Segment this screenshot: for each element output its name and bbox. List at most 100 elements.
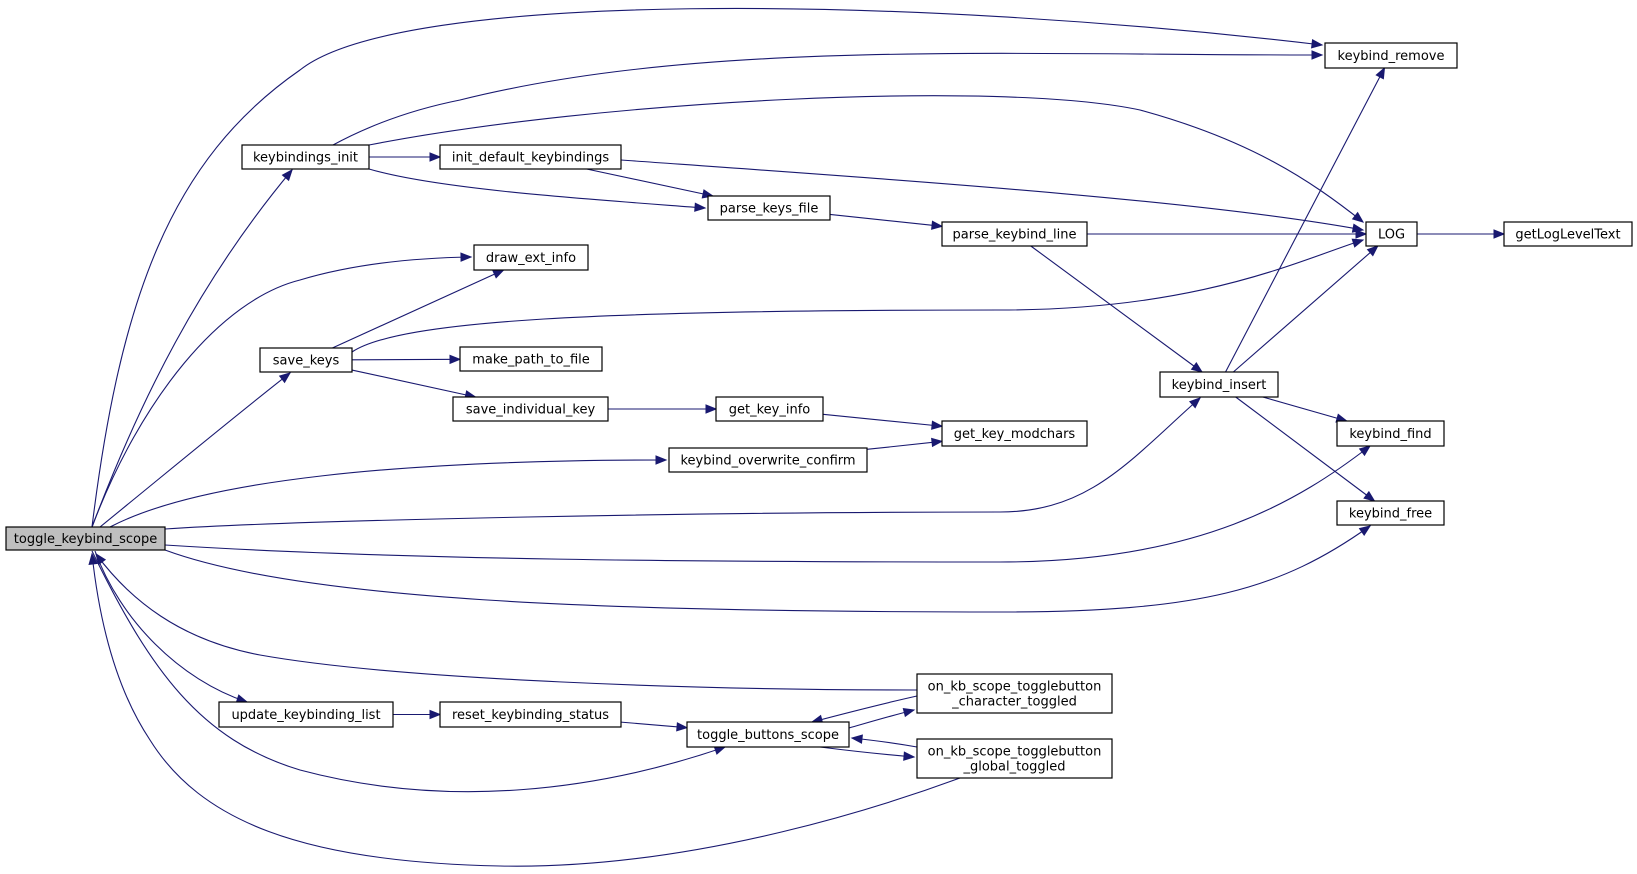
edge-keybindings_init-to-keybind_remove (332, 50, 1324, 146)
edge-line (164, 397, 1201, 530)
arrowhead-icon (931, 420, 944, 430)
call-graph-edges (88, 7, 1506, 867)
edge-parse_keys_file-to-parse_keybind_line (829, 213, 944, 230)
edge-line (95, 553, 918, 691)
edge-line (351, 239, 1364, 353)
node-on_kb_scope_togglebutton_character_toggled[interactable]: on_kb_scope_togglebutton_character_toggl… (916, 673, 1113, 714)
edge-line (1262, 396, 1347, 422)
arrowhead-icon (850, 734, 863, 744)
node-parse_keybind_line[interactable]: parse_keybind_line (941, 221, 1088, 247)
node-toggle_keybind_scope[interactable]: toggle_keybind_scope (5, 526, 166, 551)
edge-on_kb_scope_togglebutton_global_toggled-to-toggle_buttons_scope (850, 734, 918, 748)
arrowhead-icon (1355, 229, 1368, 239)
arrowhead-icon (449, 354, 462, 365)
arrowhead-icon (1493, 229, 1506, 239)
edge-line (620, 159, 1364, 231)
edge-line (829, 213, 943, 227)
arrowhead-icon (492, 269, 505, 279)
node-toggle_buttons_scope[interactable]: toggle_buttons_scope (686, 721, 850, 748)
edge-line (1030, 245, 1203, 373)
edge-line (1235, 396, 1375, 502)
node-label: parse_keys_file (720, 202, 819, 217)
edge-line (164, 445, 1371, 563)
edge-reset_keybinding_status-to-toggle_buttons_scope (620, 721, 689, 732)
edge-line (866, 440, 943, 450)
node-keybind_overwrite_confirm[interactable]: keybind_overwrite_confirm (668, 447, 868, 473)
node-draw_ext_info[interactable]: draw_ext_info (473, 244, 589, 271)
arrowhead-icon (694, 202, 707, 212)
call-graph-nodes: toggle_keybind_scope keybindings_init init… (5, 42, 1633, 779)
edge-line (332, 269, 504, 349)
edge-get_key_info-to-get_key_modchars (822, 413, 944, 430)
node-keybind_remove[interactable]: keybind_remove (1324, 42, 1458, 69)
edge-toggle_keybind_scope-to-update_keybinding_list (94, 550, 249, 704)
edge-keybind_overwrite_confirm-to-get_key_modchars (866, 437, 944, 450)
node-box (715, 396, 824, 422)
node-keybindings_init[interactable]: keybindings_init (241, 144, 370, 170)
arrowhead-icon (902, 707, 916, 718)
node-get_key_modchars[interactable]: get_key_modchars (941, 420, 1088, 447)
edge-save_keys-to-LOG (351, 238, 1365, 353)
edge-line (99, 372, 291, 528)
arrowhead-icon (1358, 445, 1372, 457)
node-label: make_path_to_file (472, 353, 590, 368)
edge-line (1232, 245, 1379, 373)
node-box (941, 221, 1088, 247)
edge-keybind_insert-to-keybind_free (1235, 396, 1376, 502)
node-save_individual_key[interactable]: save_individual_key (452, 396, 609, 422)
node-label: _character_toggled (951, 695, 1077, 710)
node-getLogLevelText[interactable]: getLogLevelText (1503, 221, 1633, 247)
arrowhead-icon (429, 709, 442, 720)
edge-line (91, 7, 1323, 528)
edge-on_kb_scope_togglebutton_character_toggled-to-toggle_buttons_scope (810, 695, 918, 724)
node-label: parse_keybind_line (953, 228, 1077, 243)
edge-save_keys-to-make_path_to_file (351, 354, 462, 365)
edge-on_kb_scope_togglebutton_character_toggled-to-toggle_keybind_scope (95, 552, 918, 691)
edge-toggle_keybind_scope-to-keybind_remove (91, 7, 1324, 528)
node-box (1324, 42, 1458, 69)
edge-line (586, 168, 713, 197)
node-save_keys[interactable]: save_keys (259, 347, 353, 373)
edge-toggle_keybind_scope-to-keybind_find (164, 445, 1372, 563)
node-label: keybind_remove (1338, 49, 1445, 64)
edge-line (368, 95, 1364, 223)
edge-toggle_keybind_scope-to-keybindings_init (91, 168, 293, 528)
arrowhead-icon (931, 437, 944, 448)
node-box (1336, 500, 1445, 526)
node-label: keybind_find (1349, 427, 1431, 442)
edge-keybind_insert-to-keybind_find (1262, 396, 1349, 423)
arrowhead-icon (1190, 361, 1204, 373)
node-box (473, 244, 589, 271)
node-label: keybind_free (1349, 507, 1432, 522)
node-label: get_key_modchars (954, 427, 1076, 442)
edge-toggle_keybind_scope-to-save_keys (99, 372, 292, 528)
node-box (218, 701, 394, 728)
node-update_keybinding_list[interactable]: update_keybinding_list (218, 701, 394, 728)
node-on_kb_scope_togglebutton_global_toggled[interactable]: on_kb_scope_togglebutton_global_toggled (916, 738, 1113, 779)
node-keybind_find[interactable]: keybind_find (1336, 420, 1445, 447)
node-box (707, 195, 831, 221)
node-box (1503, 221, 1633, 247)
node-make_path_to_file[interactable]: make_path_to_file (459, 346, 603, 372)
edge-line (368, 168, 706, 209)
node-box (941, 420, 1088, 447)
node-LOG[interactable]: LOG (1365, 221, 1418, 247)
node-box (916, 738, 1113, 779)
node-init_default_keybindings[interactable]: init_default_keybindings (439, 144, 622, 170)
node-keybind_insert[interactable]: keybind_insert (1159, 371, 1279, 398)
arrowhead-icon (705, 404, 718, 414)
node-parse_keys_file[interactable]: parse_keys_file (707, 195, 831, 221)
node-reset_keybinding_status[interactable]: reset_keybinding_status (439, 701, 622, 728)
node-box (686, 721, 850, 748)
arrowhead-icon (655, 455, 668, 465)
node-label: on_kb_scope_togglebutton (928, 745, 1102, 760)
edge-toggle_keybind_scope-to-draw_ext_info (91, 252, 473, 528)
edge-line (91, 169, 293, 528)
edge-line (1225, 67, 1385, 373)
edge-keybindings_init-to-parse_keys_file (368, 168, 707, 212)
node-box (241, 144, 370, 170)
node-box (259, 347, 353, 373)
node-keybind_free[interactable]: keybind_free (1336, 500, 1445, 526)
node-get_key_info[interactable]: get_key_info (715, 396, 824, 422)
